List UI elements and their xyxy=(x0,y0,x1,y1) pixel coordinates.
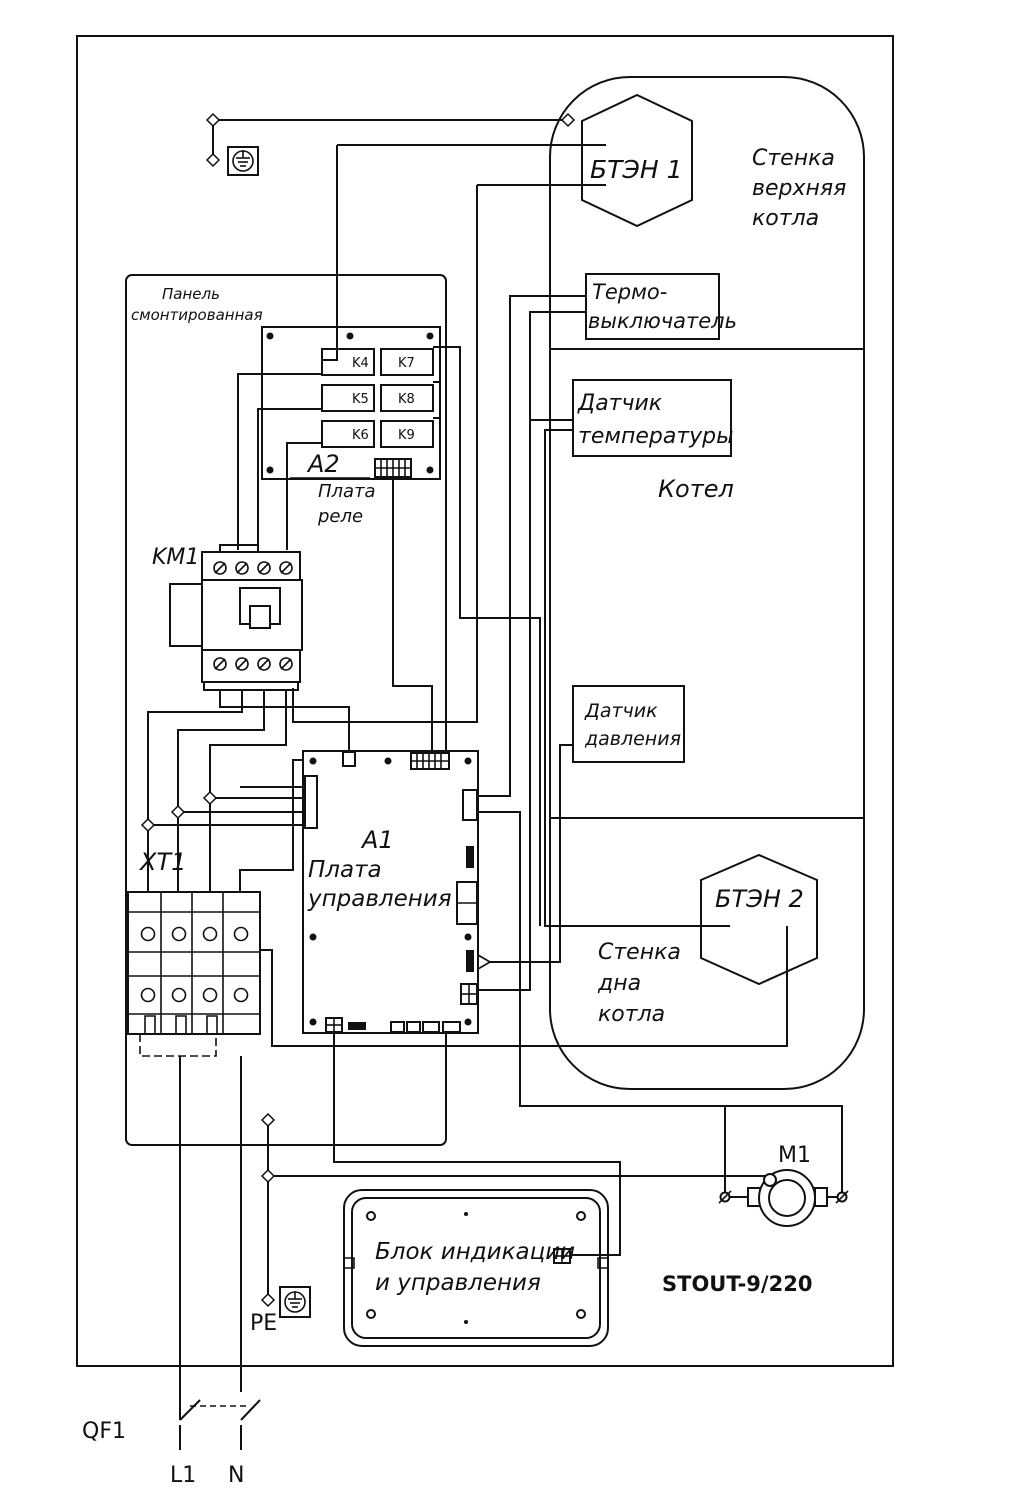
temperature-sensor: Датчик температуры xyxy=(572,379,733,457)
heater-1-label: БТЭН 1 xyxy=(590,155,683,184)
svg-text:Плата управления: Плата управления xyxy=(307,857,452,912)
wall-bottom-line-3: котла xyxy=(598,1002,665,1027)
junction-points xyxy=(140,112,576,1308)
relay-board: K4 K5 K6 K7 K8 K9 xyxy=(261,326,441,480)
terminal-block-label: XT1 xyxy=(138,848,186,876)
display-unit: Блок индикации и управления xyxy=(343,1189,609,1347)
thermo-switch-line-1: Термо- xyxy=(592,280,667,304)
svg-text:Датчик давления: Датчик давления xyxy=(584,700,681,750)
ground-icon xyxy=(279,1286,311,1318)
thermo-switch: Термо- выключатель xyxy=(585,273,737,340)
temp-sensor-line-1: Датчик xyxy=(577,391,663,416)
relay-k8-label: K8 xyxy=(398,392,415,407)
display-unit-line-2: и управления xyxy=(375,1270,541,1296)
thermo-switch-line-2: выключатель xyxy=(588,309,737,333)
svg-text:Термо- выключатель: Термо- выключатель xyxy=(588,280,737,333)
relay-k4 xyxy=(321,348,375,376)
relay-k6-label: K6 xyxy=(352,428,369,443)
control-board xyxy=(302,750,479,1034)
outer-frame xyxy=(76,35,894,1367)
relay-k7 xyxy=(380,348,434,376)
boiler-label: Котел xyxy=(658,475,734,503)
contactor-label: KM1 xyxy=(152,545,199,570)
wall-top-line-2: верхняя xyxy=(752,176,846,201)
control-board-id: A1 xyxy=(360,826,394,854)
svg-text:Датчик температуры: Датчик температуры xyxy=(577,391,733,449)
ground-icon xyxy=(227,146,259,176)
wall-top-line-3: котла xyxy=(752,206,819,231)
pe-label: PE xyxy=(250,1311,277,1336)
control-board-line-2: управления xyxy=(307,886,452,912)
relay-k6 xyxy=(321,420,375,448)
terminal-screw-icon xyxy=(213,561,293,671)
wall-bottom-label: Стенка дна котла xyxy=(597,940,688,1027)
phase-label: L1 xyxy=(170,1463,196,1488)
terminal-block-xt1 xyxy=(127,891,261,1057)
svg-text:Блок индикации и управле: Блок индикации и управления xyxy=(375,1239,582,1296)
panel-line-2: смонтированная xyxy=(131,306,263,324)
motor-label: M1 xyxy=(778,1143,811,1168)
relay-board-line-1: Плата xyxy=(318,481,376,502)
contactor-km1 xyxy=(169,544,303,691)
boiler-body xyxy=(549,76,865,1090)
wall-top-label: Стенка верхняя котла xyxy=(752,146,853,231)
relay-k8 xyxy=(380,384,434,412)
control-board-line-1: Плата xyxy=(308,857,382,883)
panel-line-1: Панель xyxy=(162,285,220,303)
mounted-panel: Панель смонтированная xyxy=(125,274,447,1146)
pressure-sensor-line-1: Датчик xyxy=(584,700,658,722)
svg-text:K4 K5 K6 K7: K4 K5 K6 K7 K8 K9 xyxy=(352,356,419,443)
heater-2-label: БТЭН 2 xyxy=(715,885,804,913)
svg-text:Плата реле: Плата реле xyxy=(317,481,381,527)
heater-1: БТЭН 1 xyxy=(581,93,693,228)
relay-k9-label: K9 xyxy=(398,428,415,443)
svg-text:Панель смонтированная: Панель смонтированная xyxy=(131,285,263,324)
pressure-sensor: Датчик давления xyxy=(572,685,685,763)
relay-k4-label: K4 xyxy=(352,356,369,371)
wall-bottom-line-1: Стенка xyxy=(598,940,681,965)
relay-k5 xyxy=(321,384,375,412)
wiring xyxy=(147,119,843,1450)
relay-k5-label: K5 xyxy=(352,392,369,407)
neutral-label: N xyxy=(228,1463,244,1488)
heater-2: БТЭН 2 xyxy=(700,853,818,986)
temp-sensor-line-2: температуры xyxy=(578,424,733,449)
display-unit-line-1: Блок индикации xyxy=(375,1239,575,1265)
relay-board-line-2: реле xyxy=(317,506,363,527)
wall-top-line-1: Стенка xyxy=(752,146,835,171)
wall-bottom-line-2: дна xyxy=(597,971,641,996)
relay-k9 xyxy=(380,420,434,448)
motor-icon xyxy=(718,1169,849,1227)
pressure-sensor-line-2: давления xyxy=(584,728,681,750)
relay-k7-label: K7 xyxy=(398,356,415,371)
model-label: STOUT-9/220 xyxy=(662,1272,812,1296)
breaker-label: QF1 xyxy=(82,1419,126,1444)
relay-board-id: A2 xyxy=(306,450,340,478)
